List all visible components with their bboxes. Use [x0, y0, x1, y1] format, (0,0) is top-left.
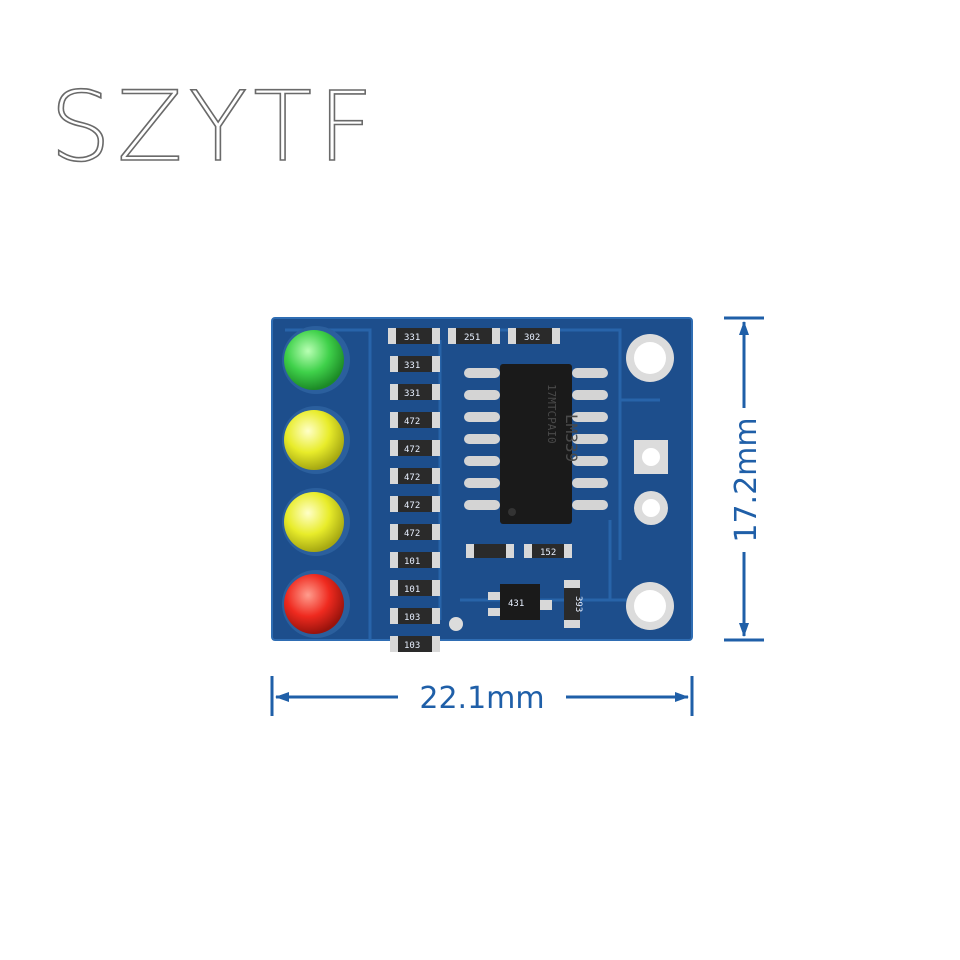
- height-label: 17.2mm: [729, 417, 764, 542]
- led-red: [282, 570, 350, 638]
- led-yellow-2: [282, 488, 350, 556]
- mounting-hole-top: [626, 334, 674, 382]
- silk-label: 101: [404, 585, 420, 595]
- width-dimension: 22.1mm: [270, 676, 694, 716]
- silk-label: 101: [404, 557, 420, 567]
- height-dimension: 17.2mm: [724, 316, 764, 642]
- ic-pin: [464, 456, 500, 466]
- ic-chip: 17MTCPAI0 LM339: [500, 364, 581, 524]
- ic-pin: [572, 478, 608, 488]
- ic-pin: [572, 500, 608, 510]
- silk-label: 331: [404, 361, 420, 371]
- ic-pin: [572, 390, 608, 400]
- silk-label: 103: [404, 613, 420, 623]
- ic-pin: [464, 390, 500, 400]
- silk-label: 393: [573, 596, 583, 612]
- brand-watermark: SZYTF: [50, 71, 379, 183]
- silk-label: 251: [464, 333, 480, 343]
- resistor-column-item: 472: [390, 496, 440, 512]
- silk-label: 472: [404, 473, 420, 483]
- pcb-board: 331 331 472 472 472 472 472 101 101 103 103 331 25…: [271, 317, 693, 652]
- resistor-column-item: 103: [390, 608, 440, 624]
- resistor-bottom-3: 393: [564, 580, 583, 628]
- resistor-column-item: 472: [390, 440, 440, 456]
- via-pad: [449, 617, 463, 631]
- silk-label: 431: [508, 599, 524, 609]
- silk-label: 331: [404, 333, 420, 343]
- transistor: 431: [488, 584, 552, 620]
- header-pad-round: [634, 491, 668, 525]
- silk-label: 472: [404, 445, 420, 455]
- resistor-column: 331 331 472 472 472 472 472 101 101 103 103: [390, 356, 440, 652]
- silk-label: 472: [404, 529, 420, 539]
- resistor-top-3: 302: [508, 328, 560, 344]
- resistor-column-item: 472: [390, 524, 440, 540]
- ic-pins: [464, 368, 608, 510]
- silk-label: 103: [404, 641, 420, 651]
- resistor-bottom-1: [466, 544, 514, 558]
- width-label: 22.1mm: [419, 681, 544, 716]
- ic-pin: [572, 368, 608, 378]
- ic-pin: [464, 478, 500, 488]
- resistor-column-item: 103: [390, 636, 440, 652]
- ic-marking-line1: 17MTCPAI0: [545, 384, 558, 444]
- header-pad-square: [634, 440, 668, 474]
- ic-pin: [572, 412, 608, 422]
- resistor-column-item: 101: [390, 552, 440, 568]
- resistor-column-item: 472: [390, 412, 440, 428]
- ic-pin: [572, 456, 608, 466]
- silk-label: 472: [404, 417, 420, 427]
- ic-pin: [464, 434, 500, 444]
- ic-pin: [464, 368, 500, 378]
- resistor-column-item: 472: [390, 468, 440, 484]
- resistor-column-item: 101: [390, 580, 440, 596]
- mounting-hole-bottom: [626, 582, 674, 630]
- led-green: [282, 326, 350, 394]
- ic-pin: [464, 500, 500, 510]
- resistor-top-1: 331: [388, 328, 440, 344]
- resistor-column-item: 331: [390, 384, 440, 400]
- ic-pin: [464, 412, 500, 422]
- ic-pin: [572, 434, 608, 444]
- led-yellow-1: [282, 406, 350, 474]
- resistor-top-2: 251: [448, 328, 500, 344]
- silk-label: 472: [404, 501, 420, 511]
- silk-label: 331: [404, 389, 420, 399]
- resistor-column-item: 331: [390, 356, 440, 372]
- silk-label: 302: [524, 333, 540, 343]
- silk-label: 152: [540, 548, 556, 558]
- ic-marking-line2: LM339: [562, 414, 581, 462]
- resistor-bottom-2: 152: [524, 544, 572, 558]
